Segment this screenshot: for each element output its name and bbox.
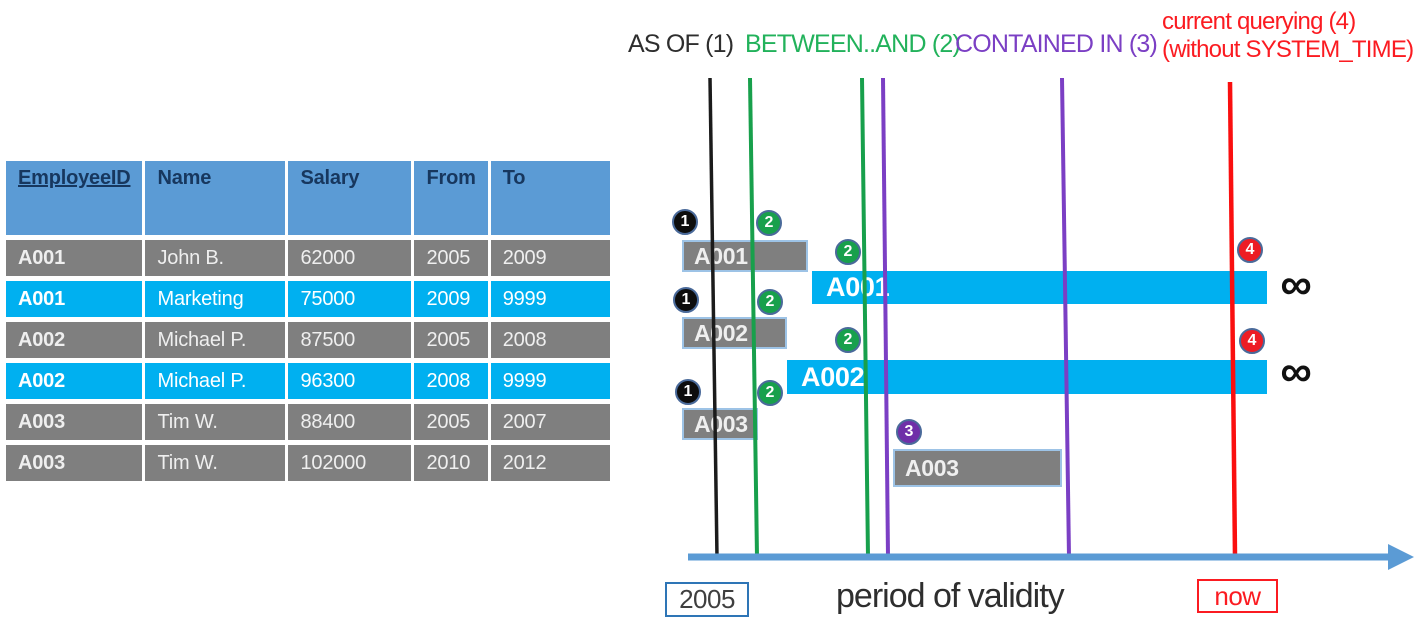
cell-name: John B. <box>145 240 286 276</box>
cell-from: 2010 <box>414 445 488 481</box>
validity-bar-a003-history1: A003 <box>682 408 758 440</box>
badge-between-2: 2 <box>757 380 783 406</box>
employee-table: EmployeeID Name Salary From To A001 John… <box>3 156 613 486</box>
cell-employeeid: A002 <box>6 322 143 358</box>
table-row: A003 Tim W. 88400 2005 2007 <box>6 404 610 440</box>
cell-from: 2005 <box>414 404 488 440</box>
table-row: A003 Tim W. 102000 2010 2012 <box>6 445 610 481</box>
cell-name: Michael P. <box>145 322 286 358</box>
badge-between-2: 2 <box>835 239 861 265</box>
col-header-employeeid-label: EmployeeID <box>18 167 131 189</box>
col-header-salary: Salary <box>288 161 412 235</box>
employee-table-body: A001 John B. 62000 2005 2009 A001 Market… <box>6 240 610 481</box>
cell-to: 9999 <box>490 281 610 317</box>
cell-to: 2007 <box>490 404 610 440</box>
table-row: A001 Marketing 75000 2009 9999 <box>6 281 610 317</box>
cell-employeeid: A001 <box>6 281 143 317</box>
badge-current-4: 4 <box>1239 328 1265 354</box>
cell-from: 2005 <box>414 240 488 276</box>
cell-to: 2009 <box>490 240 610 276</box>
cell-employeeid: A003 <box>6 445 143 481</box>
table-row: A002 Michael P. 87500 2005 2008 <box>6 322 610 358</box>
cell-from: 2009 <box>414 281 488 317</box>
cell-to: 2008 <box>490 322 610 358</box>
badge-between-2: 2 <box>757 289 783 315</box>
employee-table-header: EmployeeID Name Salary From To <box>6 161 610 235</box>
cell-name: Tim W. <box>145 445 286 481</box>
cell-salary: 88400 <box>288 404 412 440</box>
cell-salary: 62000 <box>288 240 412 276</box>
cell-name: Tim W. <box>145 404 286 440</box>
col-header-to: To <box>490 161 610 235</box>
cell-to: 9999 <box>490 363 610 399</box>
cell-from: 2008 <box>414 363 488 399</box>
cell-employeeid: A001 <box>6 240 143 276</box>
header-row: EmployeeID Name Salary From To <box>6 161 610 235</box>
cell-salary: 75000 <box>288 281 412 317</box>
cell-employeeid: A002 <box>6 363 143 399</box>
validity-bar-a001-history: A001 <box>682 240 808 272</box>
cell-from: 2005 <box>414 322 488 358</box>
validity-bar-a002-history: A002 <box>682 317 787 349</box>
cell-to: 2012 <box>490 445 610 481</box>
employee-table-container: EmployeeID Name Salary From To A001 John… <box>3 156 613 486</box>
validity-bar-a003-history2: A003 <box>893 449 1062 487</box>
cell-name: Michael P. <box>145 363 286 399</box>
badge-contained-3: 3 <box>896 419 922 445</box>
table-row: A001 John B. 62000 2005 2009 <box>6 240 610 276</box>
badge-between-2: 2 <box>835 327 861 353</box>
cell-salary: 96300 <box>288 363 412 399</box>
badge-as-of-1: 1 <box>672 209 698 235</box>
badge-current-4: 4 <box>1237 237 1263 263</box>
badge-between-2: 2 <box>756 210 782 236</box>
col-header-name: Name <box>145 161 286 235</box>
table-row: A002 Michael P. 96300 2008 9999 <box>6 363 610 399</box>
col-header-employeeid: EmployeeID <box>6 161 143 235</box>
col-header-from: From <box>414 161 488 235</box>
cell-name: Marketing <box>145 281 286 317</box>
badge-as-of-1: 1 <box>673 287 699 313</box>
cell-salary: 87500 <box>288 322 412 358</box>
cell-employeeid: A003 <box>6 404 143 440</box>
cell-salary: 102000 <box>288 445 412 481</box>
badge-as-of-1: 1 <box>675 379 701 405</box>
